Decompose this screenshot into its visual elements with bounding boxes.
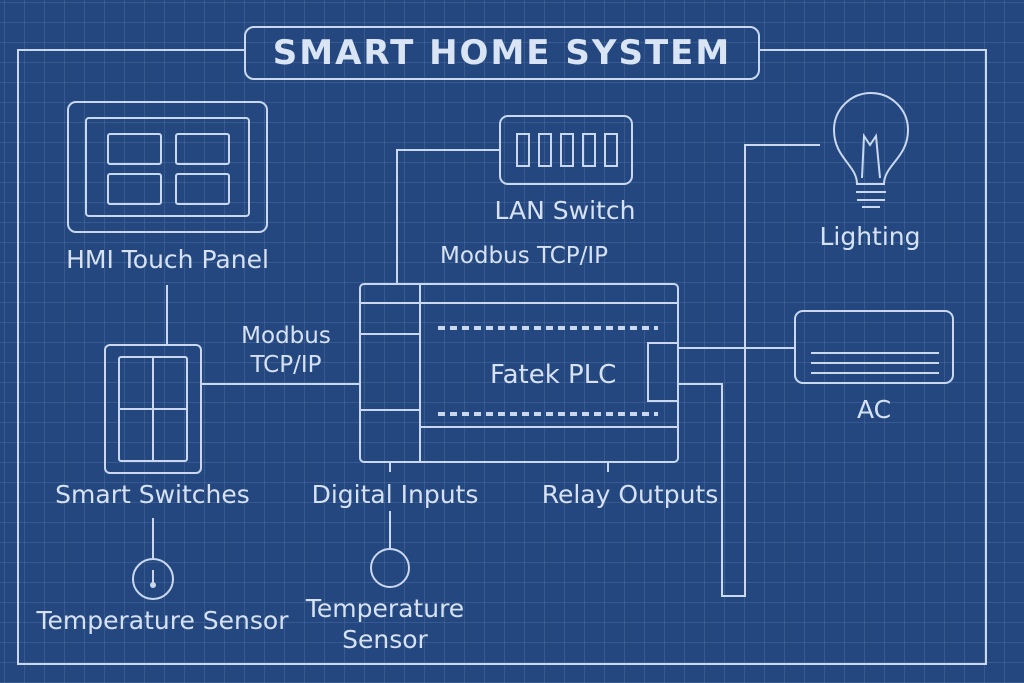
temperature-sensor-label-mid-2: Sensor [342,625,428,654]
temperature-sensor-label: Temperature Sensor [36,606,289,635]
sensor-circle-icon [370,548,410,588]
plc-lighting-link [678,144,820,597]
lan-switch-icon [499,115,633,185]
plc-icon [359,283,679,472]
light-bulb-icon [832,92,910,208]
smart-switches-label: Smart Switches [55,480,250,509]
digital-inputs-label: Digital Inputs [311,480,479,509]
lighting-label: Lighting [819,222,921,251]
plc-label: Fatek PLC [490,360,617,390]
diagram-title: SMART HOME SYSTEM [244,26,760,80]
hmi-label: HMI Touch Panel [66,245,269,274]
modbus-top-label: Modbus TCP/IP [440,243,609,269]
modbus-left-label-2: TCP/IP [250,352,322,378]
hmi-panel-icon [67,101,268,233]
thermometer-icon [132,558,174,600]
lan-plc-link [396,149,500,284]
lan-switch-label: LAN Switch [494,196,636,225]
relay-outputs-label: Relay Outputs [541,480,719,509]
smart-switch-icon [104,344,202,474]
air-conditioner-icon [794,310,954,384]
outer-frame [17,49,987,665]
ac-label: AC [856,395,892,424]
modbus-left-label-1: Modbus [241,323,331,349]
temperature-sensor-label-mid-1: Temperature [305,594,465,623]
